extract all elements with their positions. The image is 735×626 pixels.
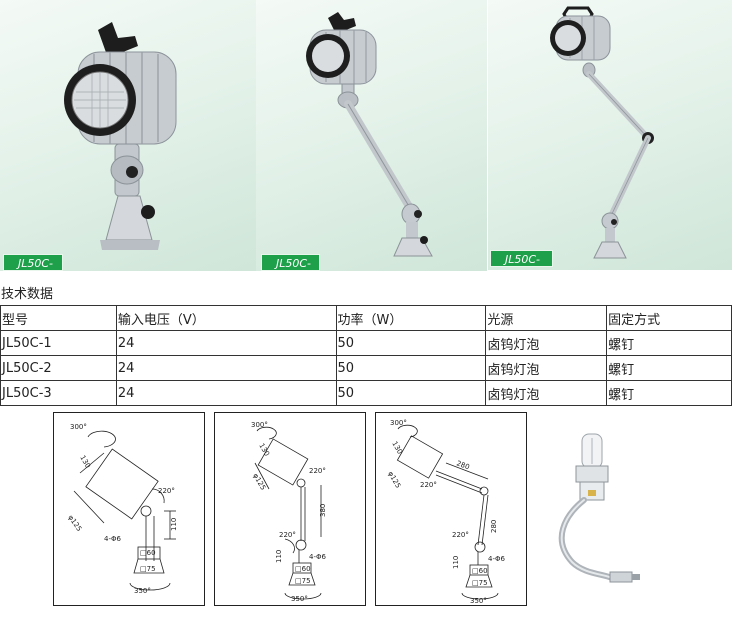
cell-power: 50 xyxy=(335,355,487,381)
cell-mounting: 螺钉 xyxy=(606,330,732,356)
cell-light-source: 卤钨灯泡 xyxy=(485,380,608,406)
table-row: JL50C-1 24 50 卤钨灯泡 螺钉 xyxy=(0,330,732,356)
dim-base-square-1: □60 xyxy=(140,549,156,557)
dim-base-square-2: □75 xyxy=(140,565,156,573)
lamp-illustration-1 xyxy=(64,22,177,250)
dim-rotation-bottom: 350° xyxy=(470,597,487,605)
dim-diameter: φ125 xyxy=(251,472,267,492)
technical-drawing-2: 300° 130 φ125 220° 380 220° 110 4-Φ6 □60… xyxy=(251,421,327,603)
lamp-illustration-3 xyxy=(550,6,654,259)
header-light-source: 光源 xyxy=(485,305,608,331)
dim-rotation-top: 300° xyxy=(390,419,407,427)
model-tag: JL50C-3 xyxy=(490,250,553,267)
dim-length: 130 xyxy=(78,454,92,470)
dim-length: 130 xyxy=(257,442,271,458)
dim-angle-1: 220° xyxy=(420,481,437,489)
technical-drawing-1: 300° 130 φ125 220° 110 4-Φ6 □60 □75 350° xyxy=(66,423,178,595)
dim-base-square-2: □75 xyxy=(472,579,488,587)
cell-power: 50 xyxy=(335,330,487,356)
dim-rotation-bottom: 350° xyxy=(291,595,308,603)
product-photo-jl50c-1: JL50C-1 xyxy=(0,0,256,271)
dim-rotation-top: 300° xyxy=(251,421,268,429)
dim-holes: 4-Φ6 xyxy=(104,535,121,543)
table-row: JL50C-2 24 50 卤钨灯泡 螺钉 xyxy=(0,355,732,381)
dim-height: 110 xyxy=(452,556,460,569)
model-tag: JL50C-1 xyxy=(3,254,63,271)
header-power: 功率（W） xyxy=(335,305,487,331)
header-model: 型号 xyxy=(0,305,117,331)
dim-angle-2: 220° xyxy=(452,531,469,539)
dim-height: 110 xyxy=(275,550,283,563)
dim-diameter: φ125 xyxy=(66,514,83,533)
cell-model: JL50C-3 xyxy=(0,380,117,406)
dim-arm-length: 380 xyxy=(319,504,327,517)
cell-voltage: 24 xyxy=(115,380,337,406)
cell-power: 50 xyxy=(335,380,487,406)
table-header-row: 型号 输入电压（V） 功率（W） 光源 固定方式 xyxy=(0,305,732,331)
dim-rotation-bottom: 350° xyxy=(134,587,151,595)
table-row: JL50C-3 24 50 卤钨灯泡 螺钉 xyxy=(0,380,732,406)
cell-mounting: 螺钉 xyxy=(606,355,732,381)
dimension-drawing-jl50c-2: 300° 130 φ125 220° 380 220° 110 4-Φ6 □60… xyxy=(214,412,366,606)
dim-arm-length-2: 280 xyxy=(490,520,498,533)
spec-table: 型号 输入电压（V） 功率（W） 光源 固定方式 JL50C-1 24 50 卤… xyxy=(0,305,732,406)
dim-holes: 4-Φ6 xyxy=(488,555,505,563)
dim-angle: 220° xyxy=(158,487,175,495)
dim-angle-1: 220° xyxy=(309,467,326,475)
product-photo-jl50c-3: JL50C-3 xyxy=(488,0,732,270)
cell-voltage: 24 xyxy=(115,330,337,356)
cell-model: JL50C-2 xyxy=(0,355,117,381)
cell-voltage: 24 xyxy=(115,355,337,381)
cell-model: JL50C-1 xyxy=(0,330,117,356)
model-tag: JL50C-2 xyxy=(261,254,320,271)
dim-angle-2: 220° xyxy=(279,531,296,539)
header-mounting: 固定方式 xyxy=(606,305,732,331)
dim-base-square-2: □75 xyxy=(295,577,311,585)
halogen-bulb-icon xyxy=(558,433,640,583)
halogen-bulb-photo xyxy=(538,424,658,594)
dim-arm-length-1: 280 xyxy=(455,459,470,471)
lamp-illustration-2 xyxy=(306,12,433,257)
header-voltage: 输入电压（V） xyxy=(115,305,337,331)
cell-mounting: 螺钉 xyxy=(606,380,732,406)
dim-base-square-1: □60 xyxy=(295,565,311,573)
dim-diameter: φ125 xyxy=(386,470,402,490)
dimension-drawing-jl50c-1: 300° 130 φ125 220° 110 4-Φ6 □60 □75 350° xyxy=(53,412,205,606)
section-title: 技术数据 xyxy=(1,287,54,302)
dim-holes: 4-Φ6 xyxy=(309,553,326,561)
dim-base-square-1: □60 xyxy=(472,567,488,575)
dim-rotation-top: 300° xyxy=(70,423,87,431)
dim-height: 110 xyxy=(170,518,178,531)
cell-light-source: 卤钨灯泡 xyxy=(485,330,608,356)
technical-drawing-3: 300° 130 φ125 280 220° 280 220° 110 4-Φ6… xyxy=(386,419,505,605)
product-photo-jl50c-2: JL50C-2 xyxy=(256,0,487,271)
cell-light-source: 卤钨灯泡 xyxy=(485,355,608,381)
dimension-drawing-jl50c-3: 300° 130 φ125 280 220° 280 220° 110 4-Φ6… xyxy=(375,412,527,606)
